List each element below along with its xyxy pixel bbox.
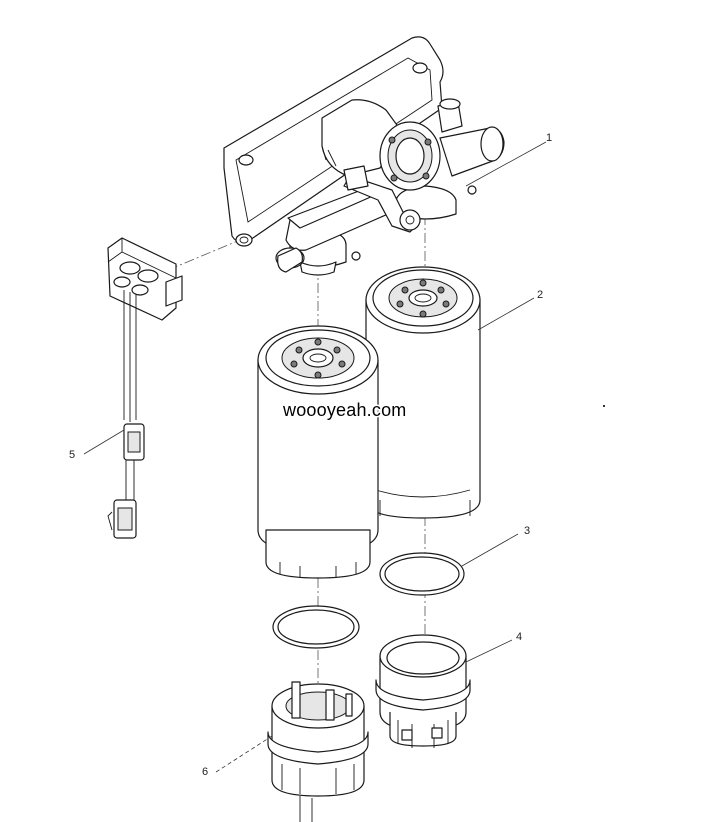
filter-head-assembly: [223, 36, 505, 276]
bowl-rear: [375, 634, 471, 748]
stray-dot: [603, 405, 605, 407]
sensor-harness: [107, 237, 183, 539]
leader-lines: [83, 141, 547, 773]
filter-element-rear: [365, 266, 481, 519]
callout-2: 2: [537, 289, 544, 301]
watermark-text: woooyeah.com: [281, 399, 407, 422]
o-ring-rear: [379, 552, 465, 596]
callout-1: 1: [546, 132, 553, 144]
o-ring-front: [272, 605, 360, 649]
callout-5: 5: [69, 449, 76, 461]
callout-3: 3: [524, 525, 531, 537]
filter-element-front: [257, 325, 379, 579]
bowl-front: [267, 681, 369, 822]
callout-6: 6: [202, 766, 209, 778]
callout-4: 4: [516, 631, 523, 643]
